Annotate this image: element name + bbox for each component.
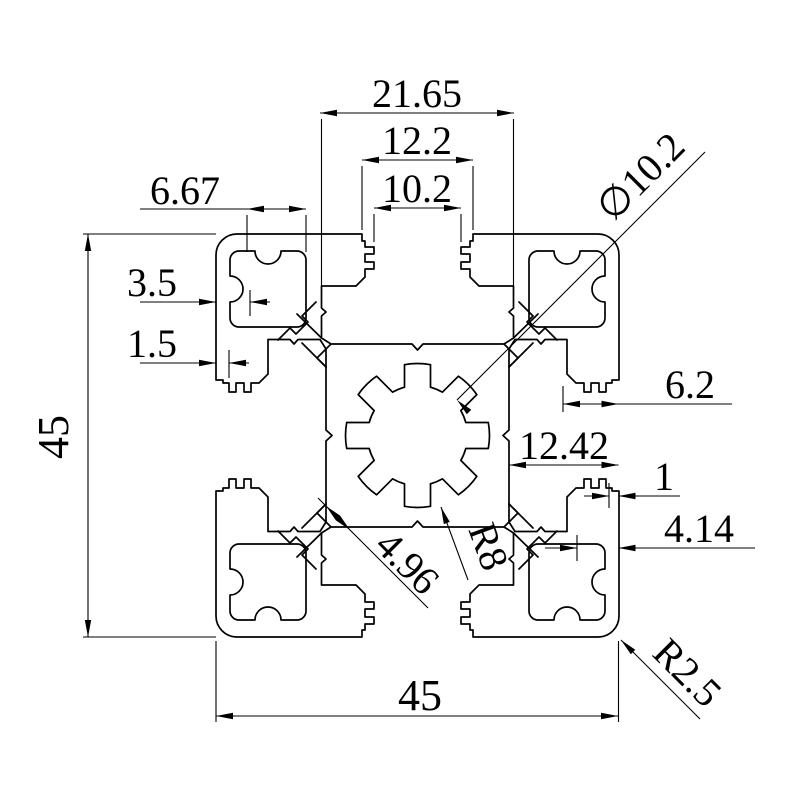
dim-corner-wall: 3.5 <box>127 260 177 305</box>
corner-chamfer-faces <box>277 301 558 570</box>
dim-web-gap: 4.96 <box>367 522 448 603</box>
dim-lip-rib: 1 <box>654 454 674 499</box>
dim-lip-outer-width: 12.2 <box>382 118 452 163</box>
core-corner-notches <box>316 343 519 528</box>
corner-screw-pockets <box>229 250 606 621</box>
dim-slot-shoulder-depth: 6.2 <box>665 362 715 407</box>
dim-center-bore: ∅10.2 <box>587 123 693 229</box>
dim-overall-height: 45 <box>29 415 78 459</box>
center-spline-bore <box>344 362 491 509</box>
dim-slot-depth: 12.42 <box>519 423 609 468</box>
diagonal-web-walls <box>296 313 539 558</box>
dim-corner-pocket-width: 6.67 <box>150 168 220 213</box>
dim-lip-wall: 1.5 <box>127 321 177 366</box>
dim-overall-width: 45 <box>398 671 442 720</box>
dim-bore-radius: R8 <box>460 517 518 576</box>
dim-chamber-width: 21.65 <box>372 71 462 116</box>
dimension-lines <box>87 112 755 720</box>
profile-outline <box>215 233 620 638</box>
dim-corner-radius: R2.5 <box>645 629 731 715</box>
extension-lines <box>83 119 620 722</box>
dim-corner-slot-depth: 4.14 <box>664 506 734 551</box>
dim-slot-opening: 10.2 <box>382 166 452 211</box>
